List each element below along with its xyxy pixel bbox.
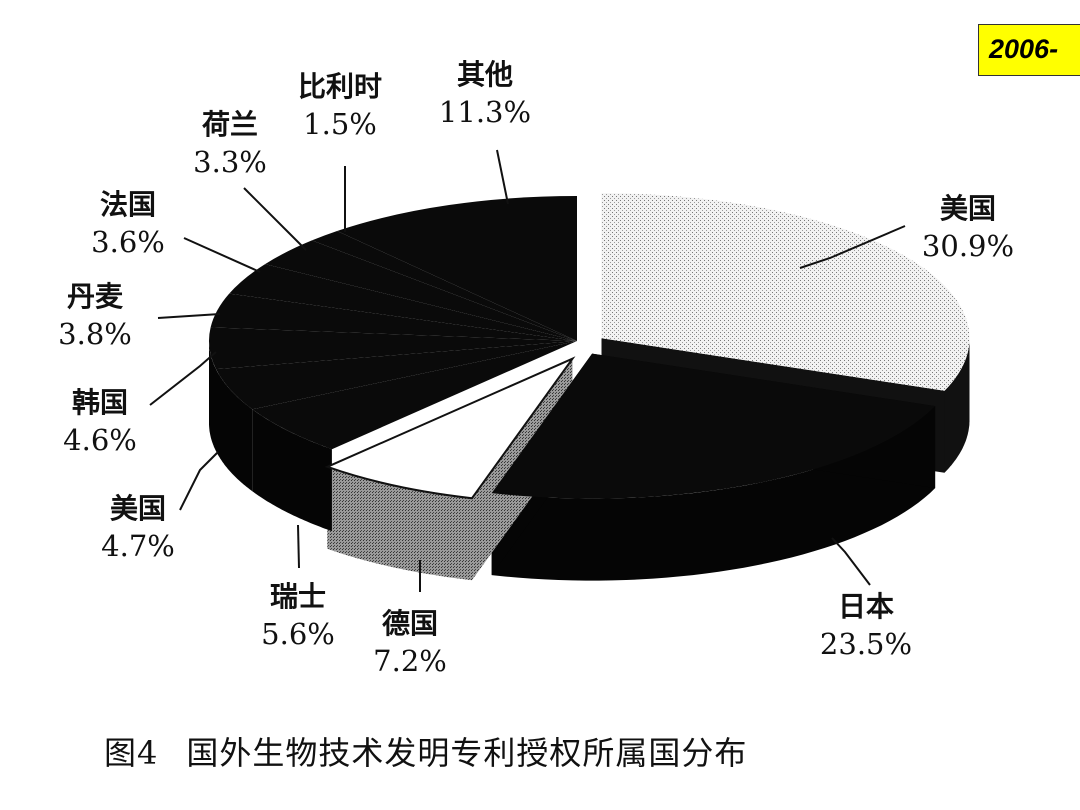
slice-side — [491, 406, 936, 581]
year-badge-text: 2006- — [989, 34, 1059, 64]
leader-line — [496, 149, 509, 205]
pie-slice-9 — [265, 240, 577, 341]
leader-line — [297, 524, 300, 569]
leader-line — [831, 537, 871, 586]
slice-label: 法国 — [100, 188, 156, 221]
slice-label: 德国 — [382, 607, 438, 640]
slice-label: 比利时 — [298, 70, 382, 103]
slice-side — [944, 338, 970, 473]
slice-label: 美国 — [940, 192, 996, 225]
slice-label: 荷兰 — [202, 108, 258, 141]
figure-caption: 图4 国外生物技术发明专利授权所属国分布 — [104, 728, 904, 778]
leader-line — [157, 313, 221, 319]
slice-value-label: 3.6% — [91, 225, 165, 259]
leader-line — [149, 351, 217, 406]
slice-label: 日本 — [838, 590, 894, 623]
slice-value-label: 1.5% — [303, 107, 377, 141]
slice-value-label: 7.2% — [373, 644, 447, 678]
pie-slice-6 — [208, 327, 577, 370]
leader-line — [243, 187, 307, 251]
slice-side — [252, 409, 332, 532]
slice-label: 其他 — [457, 58, 513, 91]
slice-value-label: 23.5% — [820, 627, 912, 661]
slice-label: 美国 — [110, 492, 166, 525]
slice-label: 韩国 — [72, 386, 128, 419]
pie-slice-7 — [210, 293, 577, 341]
slice-value-label: 3.3% — [193, 145, 267, 179]
pie-slice-4 — [252, 341, 578, 450]
pie-slice-2 — [491, 353, 936, 499]
slice-label: 丹麦 — [67, 280, 124, 313]
pie-slice-8 — [229, 264, 577, 341]
pie-slice-11 — [337, 195, 577, 341]
slice-side — [216, 369, 253, 492]
leader-line — [183, 237, 261, 273]
leader-line — [799, 225, 906, 269]
pie-slice-5 — [216, 341, 577, 410]
pie-slice-10 — [311, 231, 577, 341]
figure-title: 国外生物技术发明专利授权所属国分布 — [186, 734, 748, 772]
year-badge: 2006- — [978, 24, 1080, 76]
pie-slice-1 — [601, 193, 970, 391]
pie-slice-3 — [324, 356, 576, 500]
slice-value-label: 3.8% — [58, 317, 132, 351]
leader-line — [179, 451, 219, 511]
figure-number: 图4 — [104, 734, 159, 772]
slice-value-label: 4.6% — [63, 423, 137, 457]
slice-label: 瑞士 — [270, 580, 326, 613]
slice-side — [209, 341, 216, 452]
slice-value-label: 4.7% — [101, 529, 175, 563]
slice-value-label: 11.3% — [439, 95, 531, 129]
slice-value-label: 5.6% — [261, 617, 335, 651]
slice-value-label: 30.9% — [922, 229, 1014, 263]
